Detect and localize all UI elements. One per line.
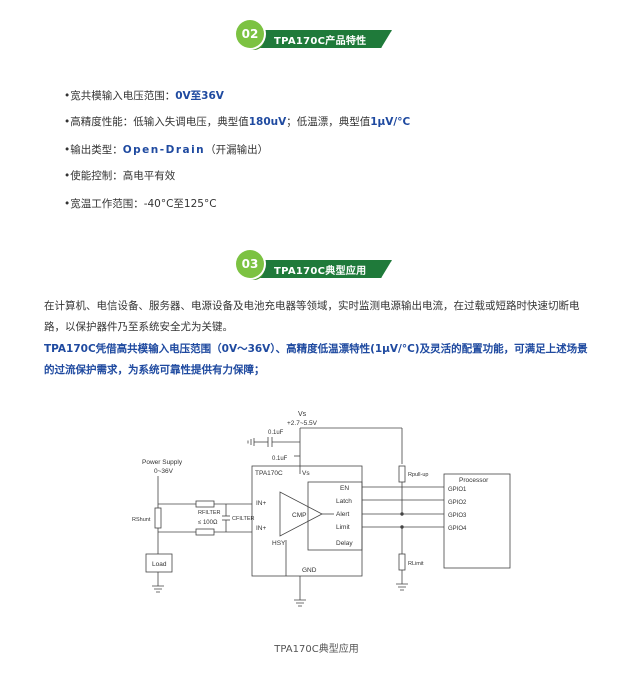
feature-enable: •使能控制：高电平有效 xyxy=(64,168,175,183)
feature-label: •使能控制：高电平有效 xyxy=(64,170,176,182)
section-title-bar: TPA170C产品特性 xyxy=(256,30,392,48)
gpio4-label: GPIO4 xyxy=(448,526,467,532)
feature-label: •宽温工作范围：-40°C至125°C xyxy=(64,198,217,210)
feature-value: Open-Drain xyxy=(122,144,206,156)
section-title-bar: TPA170C典型应用 xyxy=(256,260,392,278)
vs-pin-label: Vs xyxy=(302,470,310,477)
feature-precision: •高精度性能：低输入失调电压，典型值180uV；低温漂，典型值1μV/°C xyxy=(64,114,410,129)
highlight-paragraph: TPA170C凭借高共模输入电压范围（0V～36V）、高精度低温漂特性(1μV/… xyxy=(44,343,588,376)
feature-temperature: •宽温工作范围：-40°C至125°C xyxy=(64,196,217,211)
gpio3-label: GPIO3 xyxy=(448,513,467,519)
feature-output-type: •输出类型：Open-Drain（开漏输出） xyxy=(64,142,268,157)
limit-pin: Limit xyxy=(336,524,350,531)
rfilter-label: RFILTER xyxy=(198,510,221,516)
load-label: Load xyxy=(152,561,167,568)
feature-value: 0V至36V xyxy=(175,90,224,102)
section-title: TPA170C产品特性 xyxy=(274,36,367,47)
feature-tail: ；低温漂，典型值 xyxy=(286,116,371,128)
feature-value: 180uV xyxy=(248,116,287,128)
power-supply-label: Power Supply xyxy=(142,459,183,466)
section-title: TPA170C典型应用 xyxy=(274,266,367,277)
in-minus-label: IN+ xyxy=(256,525,267,532)
supply-range-label: 0~36V xyxy=(154,468,174,475)
comparator-symbol xyxy=(279,491,323,537)
chip-name: TPA170C xyxy=(255,470,283,477)
hsy-label: HSY xyxy=(272,540,286,547)
figure-caption: TPA170C典型应用 xyxy=(274,644,359,655)
application-paragraph: 在计算机、电信设备、服务器、电源设备及电池充电器等领域，实时监测电源输出电流，在… xyxy=(44,300,580,333)
in-plus-label: IN+ xyxy=(256,500,267,507)
feature-tail: （开漏输出） xyxy=(205,144,269,156)
delay-pin: Delay xyxy=(336,540,353,547)
rfilter-value: ≤ 100Ω xyxy=(198,520,218,526)
section-badge-features: TPA170C产品特性 02 xyxy=(236,20,396,56)
alert-pin: Alert xyxy=(336,511,350,518)
feature-label: •高精度性能：低输入失调电压，典型值 xyxy=(64,116,249,128)
cfilter-label: CFILTER xyxy=(232,516,255,522)
section-badge-applications: TPA170C典型应用 03 xyxy=(236,250,396,286)
feature-label: •宽共模输入电压范围： xyxy=(64,90,176,102)
vs-label: Vs xyxy=(298,411,307,418)
processor-label: Processor xyxy=(459,477,489,484)
gpio1-label: GPIO1 xyxy=(448,487,467,493)
gnd-pin: GND xyxy=(302,567,317,574)
cap1-label: 0.1uF xyxy=(268,430,284,436)
section-number: 02 xyxy=(236,20,264,48)
typical-application-circuit: Vs +2.7~5.5V 0.1uF 0.1uF TPA170C Vs CMP … xyxy=(122,404,522,612)
latch-pin: Latch xyxy=(336,498,352,505)
cap2-label: 0.1uF xyxy=(272,456,288,462)
rpullup-label: Rpull-up xyxy=(408,472,428,478)
gpio2-label: GPIO2 xyxy=(448,500,467,506)
rshunt-label: RShunt xyxy=(132,517,151,523)
en-pin: EN xyxy=(340,485,349,492)
feature-label: •输出类型： xyxy=(64,144,123,156)
section-number: 03 xyxy=(236,250,264,278)
cmp-label: CMP xyxy=(292,512,306,519)
rlimit-label: RLimit xyxy=(408,561,424,567)
feature-value-2: 1μV/°C xyxy=(370,116,411,128)
vs-range: +2.7~5.5V xyxy=(287,420,318,427)
feature-common-mode: •宽共模输入电压范围：0V至36V xyxy=(64,88,224,103)
